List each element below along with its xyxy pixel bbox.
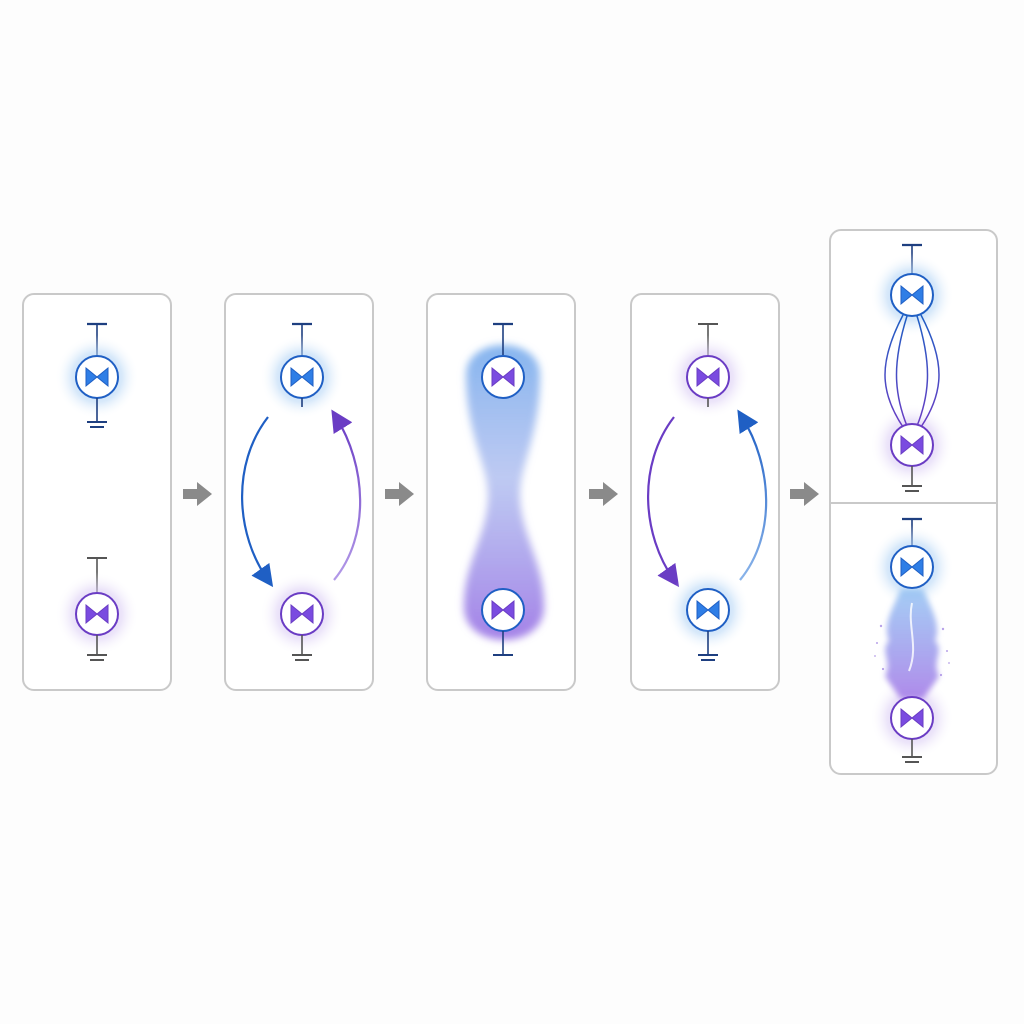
panel-stage-3 bbox=[426, 293, 576, 691]
panel-stage-4 bbox=[630, 293, 780, 691]
bottom-qubit bbox=[666, 568, 750, 661]
field-lines bbox=[884, 314, 940, 428]
panel-divider bbox=[831, 502, 996, 504]
top-qubit bbox=[666, 323, 750, 419]
upper-subpanel bbox=[870, 243, 954, 492]
shared-glow bbox=[463, 345, 545, 640]
top-qubit bbox=[260, 322, 344, 419]
top-qubit bbox=[481, 322, 525, 399]
right-arrow-icon bbox=[385, 482, 414, 506]
panel-stage-1 bbox=[22, 293, 172, 691]
right-arrow-icon bbox=[790, 482, 819, 506]
exchange-arrow-down bbox=[647, 416, 680, 588]
exchange-arrow-up bbox=[331, 409, 362, 581]
panel-stage-2-graphic bbox=[241, 322, 362, 661]
top-qubit bbox=[55, 322, 139, 428]
bottom-qubit bbox=[260, 572, 344, 661]
bottom-qubit bbox=[55, 557, 139, 661]
panel-stage-3-graphic bbox=[463, 322, 545, 656]
panel-stage-5-graphic bbox=[870, 243, 954, 763]
bottom-qubit bbox=[481, 588, 525, 656]
right-arrow-icon bbox=[183, 482, 212, 506]
right-arrow-icon bbox=[589, 482, 618, 506]
panel-stage-5 bbox=[829, 229, 998, 775]
panel-stage-2 bbox=[224, 293, 374, 691]
panel-stage-1-graphic bbox=[55, 322, 139, 661]
exchange-arrow-down bbox=[241, 416, 274, 588]
noise-speckles bbox=[874, 624, 950, 677]
lower-subpanel bbox=[870, 517, 954, 763]
panel-stage-4-graphic bbox=[647, 323, 768, 661]
exchange-arrow-up bbox=[737, 409, 768, 581]
